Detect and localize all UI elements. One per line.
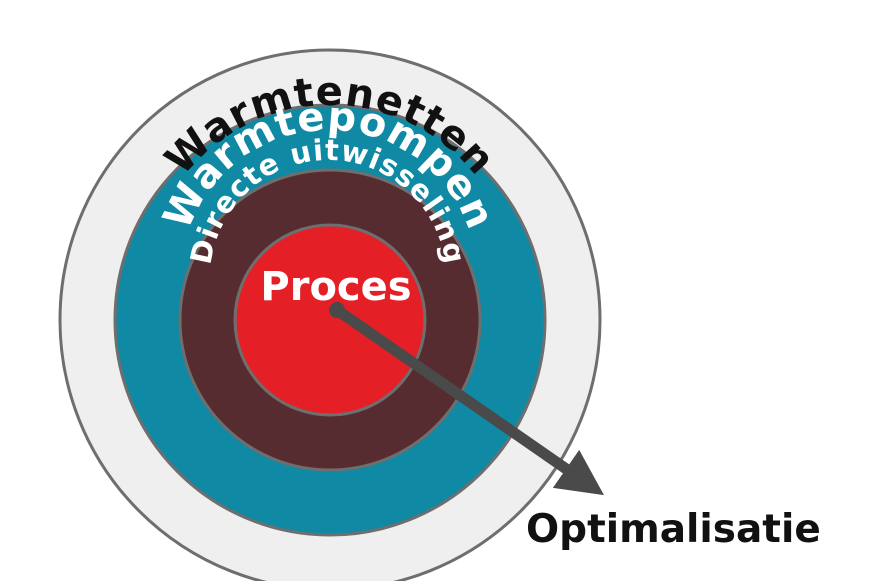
optimisation-arrow <box>331 304 604 496</box>
arrow-origin-dot <box>329 302 345 318</box>
label-optimalisatie: Optimalisatie <box>526 507 821 552</box>
ring-proces <box>233 223 427 417</box>
